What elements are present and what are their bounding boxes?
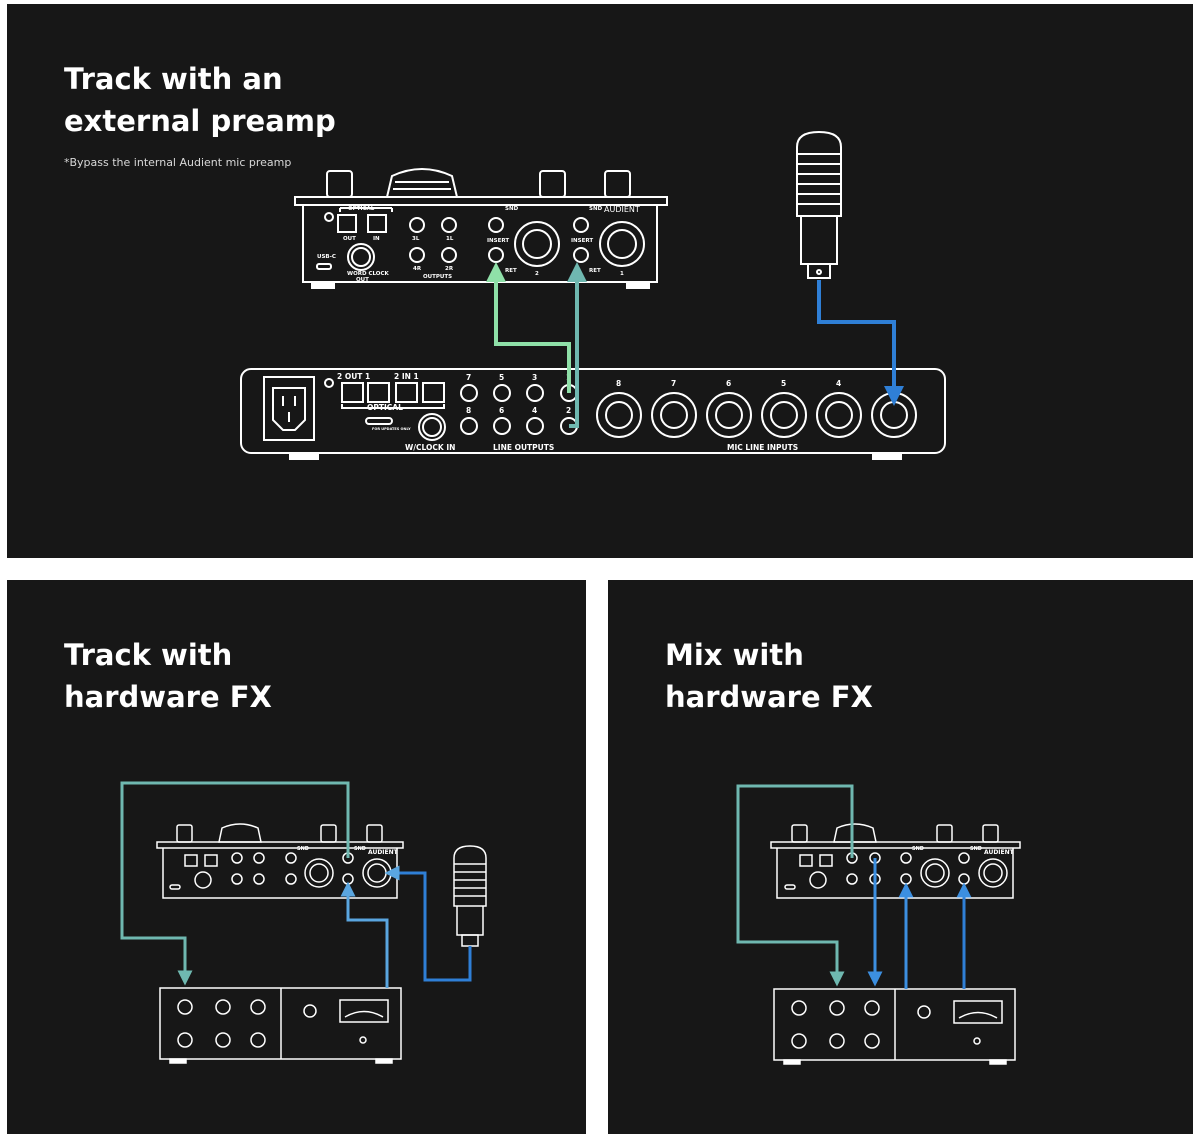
svg-text:2 IN 1: 2 IN 1 (394, 372, 419, 381)
svg-text:6: 6 (499, 406, 504, 415)
svg-text:FOR UPDATES ONLY: FOR UPDATES ONLY (372, 427, 411, 431)
svg-text:WORD CLOCK: WORD CLOCK (347, 271, 390, 277)
svg-text:SND: SND (297, 846, 309, 852)
svg-text:2: 2 (566, 406, 571, 415)
microphone (796, 130, 842, 279)
svg-text:1L: 1L (446, 236, 454, 242)
svg-text:6: 6 (726, 379, 731, 388)
title-line-2: hardware FX (665, 680, 873, 714)
panel-title: Track with hardware FX (64, 634, 272, 718)
svg-text:5: 5 (781, 379, 786, 388)
svg-text:SND: SND (505, 206, 519, 212)
svg-text:8: 8 (466, 406, 471, 415)
panel-mix-hardware-fx: Mix with hardware FX AUDIENT (608, 580, 1193, 1134)
teal-cable (567, 262, 587, 428)
svg-text:IN: IN (373, 236, 380, 242)
svg-text:SND: SND (589, 206, 603, 212)
svg-text:2R: 2R (445, 266, 454, 272)
svg-text:4: 4 (836, 379, 841, 388)
svg-text:5: 5 (499, 373, 504, 382)
svg-text:3: 3 (532, 373, 537, 382)
svg-text:W/CLOCK IN: W/CLOCK IN (405, 443, 455, 452)
svg-text:SND: SND (354, 846, 366, 852)
svg-text:OUT: OUT (356, 277, 369, 283)
external-preamp-labels: 2 OUT 1 2 IN 1 OPTICAL FOR UPDATES ONLY … (337, 372, 841, 452)
panel-note: *Bypass the internal Audient mic preamp (64, 156, 292, 169)
title-line-1: Track with an (64, 62, 283, 96)
title-line-1: Mix with (665, 638, 804, 672)
green-cable (486, 262, 571, 393)
svg-text:1: 1 (620, 271, 624, 277)
audio-interface (156, 823, 404, 899)
audio-interface (770, 823, 1021, 899)
svg-text:4: 4 (532, 406, 537, 415)
svg-text:RET: RET (505, 268, 517, 274)
title-line-2: hardware FX (64, 680, 272, 714)
connection-diagram: AUDIENT SND SND (736, 784, 1021, 1065)
audio-interface-labels: AUDIENT SND SND (912, 846, 1015, 856)
svg-text:OPTICAL: OPTICAL (348, 206, 375, 212)
panel-track-external-preamp: Track with an external preamp *Bypass th… (7, 4, 1193, 558)
panel-title: Track with an external preamp (64, 58, 336, 142)
panel-track-hardware-fx: Track with hardware FX AUDIENT (7, 580, 586, 1134)
svg-text:8: 8 (616, 379, 621, 388)
svg-text:USB-C: USB-C (317, 254, 336, 260)
audio-interface-labels: OPTICAL OUT IN USB-C WORD CLOCK OUT 3L 1… (317, 205, 640, 283)
svg-text:2: 2 (535, 271, 539, 277)
svg-text:AUDIENT: AUDIENT (368, 849, 399, 856)
blue-mic-cable (817, 280, 904, 406)
svg-text:RET: RET (589, 268, 601, 274)
send-cable (120, 781, 350, 986)
hardware-fx-unit (773, 988, 1016, 1065)
svg-text:OPTICAL: OPTICAL (367, 403, 403, 412)
connection-diagram: AUDIENT SND SND (120, 781, 487, 1064)
svg-text:OUT: OUT (343, 236, 356, 242)
svg-text:LINE OUTPUTS: LINE OUTPUTS (493, 443, 554, 452)
svg-text:3L: 3L (412, 236, 420, 242)
return-cable (340, 881, 389, 988)
svg-text:SND: SND (970, 846, 982, 852)
svg-text:MIC LINE INPUTS: MIC LINE INPUTS (727, 443, 798, 452)
connection-diagram: OPTICAL OUT IN USB-C WORD CLOCK OUT 3L 1… (240, 130, 946, 460)
svg-text:SND: SND (912, 846, 924, 852)
svg-text:INSERT: INSERT (571, 238, 593, 244)
audio-interface-labels: AUDIENT SND SND (297, 846, 399, 856)
title-line-2: external preamp (64, 104, 336, 138)
panel-title: Mix with hardware FX (665, 634, 873, 718)
svg-text:4R: 4R (413, 266, 422, 272)
title-line-1: Track with (64, 638, 233, 672)
svg-text:AUDIENT: AUDIENT (604, 205, 640, 214)
microphone (453, 845, 487, 947)
svg-text:7: 7 (671, 379, 676, 388)
svg-text:2 OUT 1: 2 OUT 1 (337, 372, 370, 381)
send-cable-a (736, 784, 854, 987)
mic-cable (384, 865, 472, 982)
svg-text:OUTPUTS: OUTPUTS (423, 274, 452, 280)
svg-text:INSERT: INSERT (487, 238, 509, 244)
svg-text:AUDIENT: AUDIENT (984, 849, 1015, 856)
hardware-fx-unit (159, 987, 402, 1064)
svg-text:7: 7 (466, 373, 471, 382)
